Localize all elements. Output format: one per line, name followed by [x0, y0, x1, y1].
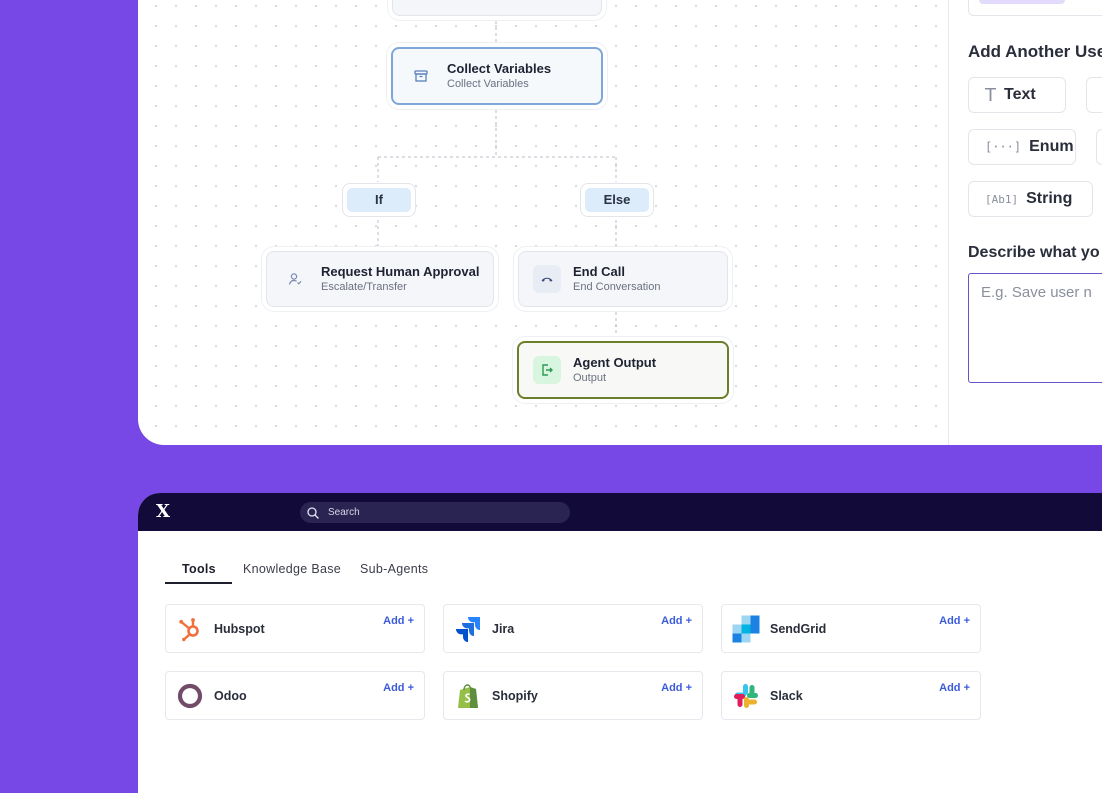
odoo-logo — [176, 682, 204, 710]
archive-icon — [407, 62, 435, 90]
agent-output-node[interactable]: Agent Output Output — [517, 341, 729, 399]
slack-logo — [732, 682, 760, 710]
flow-canvas[interactable]: ⋮⋮ Collect Variables Collect Variables I… — [138, 0, 948, 445]
top-navbar: X — [138, 493, 1102, 531]
flow-node-partial[interactable] — [392, 0, 602, 16]
node-subtitle: End Conversation — [573, 281, 661, 293]
add-variable-heading: Add Another Use — [968, 42, 1102, 61]
tab-tools[interactable]: Tools — [182, 562, 216, 576]
node-title: Collect Variables — [447, 61, 552, 76]
sendgrid-logo — [732, 615, 760, 643]
collect-variables-node[interactable]: Collect Variables Collect Variables — [391, 47, 603, 105]
add-button[interactable]: Add + — [383, 615, 414, 627]
integration-name: Shopify — [492, 689, 538, 703]
add-button[interactable]: Add + — [661, 682, 692, 694]
add-button[interactable]: Add + — [939, 615, 970, 627]
user-icon — [281, 265, 309, 293]
else-label: Else — [585, 188, 649, 212]
flow-editor-panel: ⋮⋮ Collect Variables Collect Variables I… — [138, 0, 1102, 445]
integration-name: SendGrid — [770, 622, 827, 636]
type-chip-string[interactable]: [Ab1] String — [968, 181, 1093, 217]
describe-heading: Describe what yo — [968, 244, 1100, 261]
panel-divider — [948, 0, 949, 445]
node-subtitle: Collect Variables — [447, 78, 529, 90]
request-human-approval-node[interactable]: Request Human Approval Escalate/Transfer — [266, 251, 494, 307]
type-chip-partial[interactable] — [1096, 129, 1102, 165]
integration-name: Slack — [770, 689, 803, 703]
tools-app-panel: X Tools Knowledge Base Sub-Agents Hubspo… — [138, 493, 1102, 793]
end-call-node[interactable]: End Call End Conversation — [518, 251, 728, 307]
search-input[interactable] — [326, 506, 550, 519]
string-type-icon: [Ab1] — [985, 192, 1019, 206]
integration-card-shopify[interactable]: Shopify Add + — [443, 671, 703, 720]
jira-logo — [454, 615, 482, 643]
app-logo[interactable]: X — [156, 501, 170, 522]
integration-name: Hubspot — [214, 622, 265, 636]
flow-connectors — [377, 15, 617, 340]
integration-card-sendgrid[interactable]: SendGrid Add + — [721, 604, 981, 653]
search-bar[interactable] — [300, 502, 570, 523]
node-subtitle: Escalate/Transfer — [321, 281, 407, 293]
tab-knowledge-base[interactable]: Knowledge Base — [243, 562, 342, 576]
partial-field-fill — [979, 0, 1065, 4]
add-button[interactable]: Add + — [383, 682, 414, 694]
else-condition[interactable]: Else — [580, 183, 654, 217]
type-chip-partial[interactable] — [1086, 77, 1102, 113]
if-label: If — [347, 188, 411, 212]
type-chip-text[interactable]: T Text — [968, 77, 1066, 113]
type-label: Enum — [1029, 138, 1074, 155]
node-title: Request Human Approval — [321, 264, 480, 279]
integration-card-jira[interactable]: Jira Add + — [443, 604, 703, 653]
node-title: End Call — [573, 264, 626, 279]
hubspot-logo — [176, 615, 204, 643]
enum-type-icon: [···] — [985, 140, 1022, 154]
integration-name: Jira — [492, 622, 515, 636]
shopify-logo — [454, 682, 482, 710]
text-type-icon: T — [985, 84, 996, 106]
integration-card-slack[interactable]: Slack Add + — [721, 671, 981, 720]
if-condition[interactable]: If — [342, 183, 416, 217]
add-button[interactable]: Add + — [661, 615, 692, 627]
type-label: String — [1026, 190, 1073, 207]
type-chip-enum[interactable]: [···] Enum — [968, 129, 1076, 165]
search-icon — [307, 506, 319, 519]
tab-sub-agents[interactable]: Sub-Agents — [360, 562, 429, 576]
integration-card-hubspot[interactable]: Hubspot Add + — [165, 604, 425, 653]
phone-hangup-icon — [533, 265, 561, 293]
type-label: Text — [1004, 86, 1036, 103]
integration-card-odoo[interactable]: Odoo Add + — [165, 671, 425, 720]
add-button[interactable]: Add + — [939, 682, 970, 694]
describe-textarea[interactable]: E.g. Save user n — [968, 273, 1102, 383]
partial-field[interactable] — [968, 0, 1102, 16]
node-title: Agent Output — [573, 355, 657, 370]
integration-name: Odoo — [214, 689, 247, 703]
exit-icon — [533, 356, 561, 384]
node-subtitle: Output — [573, 372, 607, 384]
active-tab-indicator — [165, 582, 232, 584]
